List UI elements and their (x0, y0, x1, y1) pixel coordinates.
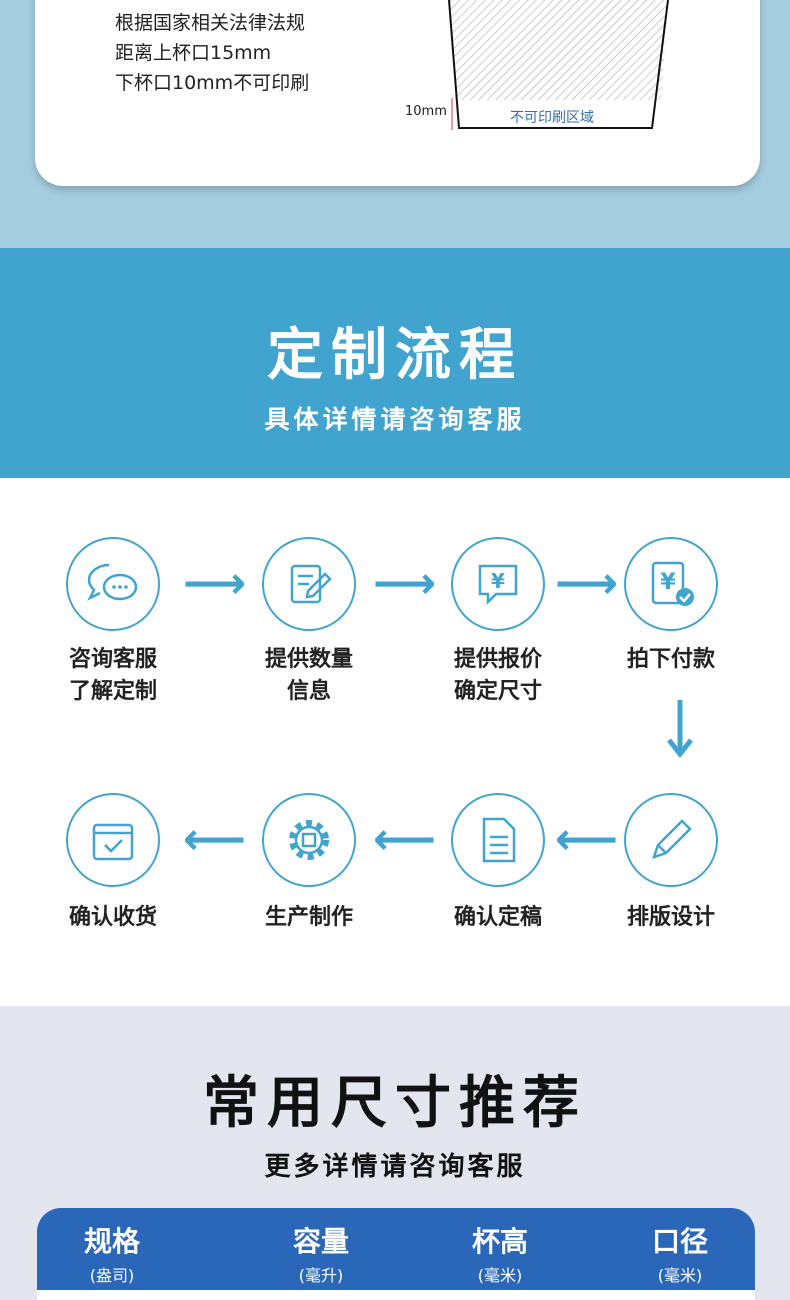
svg-text:¥: ¥ (660, 570, 676, 595)
process-subtitle: 具体详情请咨询客服 (264, 405, 526, 434)
dimension-label: 10mm (405, 104, 447, 119)
svg-text:¥: ¥ (491, 569, 505, 593)
pencil-icon (624, 793, 718, 887)
no-print-label: 不可印刷区域 (510, 110, 594, 126)
step-label: 排版设计 (626, 905, 715, 930)
process-header: 定制流程 具体详情请咨询客服 (0, 248, 790, 478)
sizes-title: 常用尺寸推荐 (203, 1071, 587, 1136)
arrow-right-icon: ⟶ (373, 558, 437, 609)
yen-check-icon: ¥ (624, 537, 718, 631)
step-label: 确认定稿 (453, 905, 542, 930)
notice-line: 根据国家相关法律法规 (115, 12, 306, 34)
column-header: 口径(毫米) (651, 1225, 708, 1285)
arrow-left-icon: ⟵ (373, 814, 437, 865)
notice-line: 距离上杯口15mm (115, 42, 272, 64)
document-icon (451, 793, 545, 887)
notepad-pen-icon (262, 537, 356, 631)
table-row (37, 1290, 755, 1300)
arrow-down-icon (667, 700, 693, 758)
notice-line: 下杯口10mm不可印刷 (115, 72, 310, 94)
gear-icon (262, 793, 356, 887)
step-label: 拍下付款 (626, 647, 715, 672)
column-header: 容量(毫升) (292, 1225, 349, 1285)
table-header: 规格(盎司) 容量(毫升) 杯高(毫米) 口径(毫米) (37, 1208, 755, 1290)
step-label: 咨询客服了解定制 (68, 647, 157, 704)
process-title: 定制流程 (267, 323, 523, 388)
step-label: 生产制作 (264, 905, 353, 930)
process-steps: ¥ ¥ ⟶ ⟶ ⟶ 咨询客服了解定制 提供数量信息 提供报价确定尺寸 拍下付款 … (0, 478, 790, 1006)
cup-diagram (448, 0, 669, 130)
arrow-left-icon: ⟵ (555, 814, 619, 865)
arrow-left-icon: ⟵ (183, 814, 247, 865)
yen-chat-icon: ¥ (451, 537, 545, 631)
column-header: 杯高(毫米) (471, 1225, 528, 1285)
step-label: 确认收货 (68, 905, 157, 930)
step-label: 提供报价确定尺寸 (453, 647, 542, 704)
step-label: 提供数量信息 (264, 647, 353, 704)
chat-icon (66, 537, 160, 631)
arrow-right-icon: ⟶ (183, 558, 247, 609)
sizes-subtitle: 更多详情请咨询客服 (264, 1152, 526, 1182)
column-header: 规格(盎司) (83, 1225, 140, 1285)
arrow-right-icon: ⟶ (555, 558, 619, 609)
box-check-icon (66, 793, 160, 887)
